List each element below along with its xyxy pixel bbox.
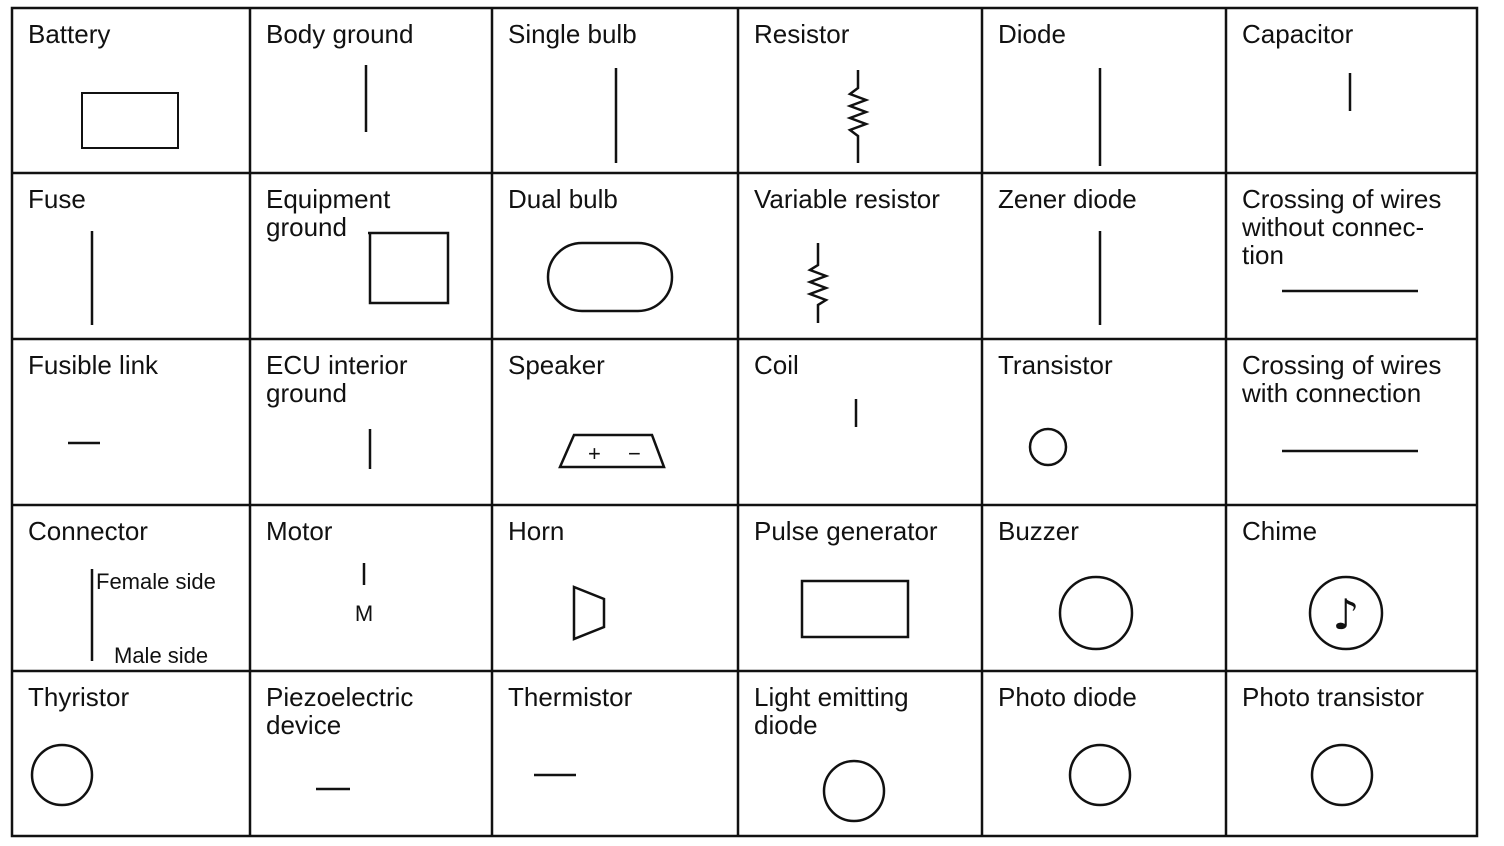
battery-icon bbox=[12, 8, 250, 173]
symbol-label: Zener diode bbox=[998, 184, 1137, 214]
symbol-label: Crossing of wires with connection bbox=[1242, 350, 1442, 408]
speaker-icon: +− bbox=[492, 339, 738, 505]
symbol-label: Crossing of wires without connec- tion bbox=[1242, 184, 1442, 270]
symbol-cell-diode: Diode bbox=[982, 8, 1226, 173]
chime-icon: ♪ bbox=[1226, 505, 1477, 671]
pulse-generator-icon bbox=[738, 505, 982, 671]
symbol-label: Body ground bbox=[266, 19, 414, 49]
equipment-ground-icon bbox=[250, 173, 492, 339]
symbol-label: Horn bbox=[508, 516, 565, 546]
symbol-label: Light emitting diode bbox=[754, 682, 909, 740]
body-ground-icon bbox=[250, 8, 492, 173]
symbol-label: Battery bbox=[28, 19, 111, 49]
symbol-cell-transistor: Transistor bbox=[982, 339, 1226, 505]
symbol-cell-fusible-link: Fusible link bbox=[12, 339, 250, 505]
symbol-cell-photo-diode: Photo diode bbox=[982, 671, 1226, 836]
symbol-cell-resistor: Resistor bbox=[738, 8, 982, 173]
thyristor-icon bbox=[12, 671, 250, 836]
motor-letter: M bbox=[355, 601, 373, 626]
led-icon bbox=[738, 671, 982, 836]
symbol-cell-wire-crossing: Crossing of wires without connec- tion bbox=[1226, 173, 1477, 339]
symbol-cell-buzzer: Buzzer bbox=[982, 505, 1226, 671]
symbol-cell-body-ground: Body ground bbox=[250, 8, 492, 173]
symbol-label: Thyristor bbox=[28, 682, 130, 712]
symbol-cell-zener-diode: Zener diode bbox=[982, 173, 1226, 339]
symbol-label: Fuse bbox=[28, 184, 86, 214]
fusible-link-icon bbox=[12, 339, 250, 505]
symbol-cell-motor: Motor M bbox=[250, 505, 492, 671]
symbol-cell-wire-junction: Crossing of wires with connection bbox=[1226, 339, 1477, 505]
symbol-label: Equipment ground bbox=[266, 184, 391, 242]
symbol-label: Speaker bbox=[508, 350, 605, 380]
variable-resistor-icon bbox=[738, 173, 982, 339]
symbol-label: Connector bbox=[28, 516, 148, 546]
symbol-cell-piezo: Piezoelectric device bbox=[250, 671, 492, 836]
fuse-icon bbox=[12, 173, 250, 339]
symbol-cell-battery: Battery bbox=[12, 8, 250, 173]
symbol-label: ECU interior ground bbox=[266, 350, 408, 408]
photo-diode-icon bbox=[982, 671, 1226, 836]
symbol-label: Piezoelectric device bbox=[266, 682, 414, 740]
female-side-label: Female side bbox=[96, 569, 216, 594]
ecu-ground-icon bbox=[250, 339, 492, 505]
photo-transistor-icon bbox=[1226, 671, 1477, 836]
symbol-cell-coil: Coil bbox=[738, 339, 982, 505]
symbol-cell-horn: Horn bbox=[492, 505, 738, 671]
music-note-icon: ♪ bbox=[1333, 590, 1360, 639]
symbol-label: Photo diode bbox=[998, 682, 1137, 712]
symbol-cell-photo-transistor: Photo transistor bbox=[1226, 671, 1477, 836]
symbol-cell-variable-resistor: Variable resistor bbox=[738, 173, 982, 339]
symbol-label: Capacitor bbox=[1242, 19, 1354, 49]
capacitor-icon bbox=[1226, 8, 1477, 173]
male-side-label: Male side bbox=[114, 643, 208, 668]
wire-junction-icon bbox=[1226, 339, 1477, 505]
symbol-cell-single-bulb: Single bulb bbox=[492, 8, 738, 173]
symbol-label: Photo transistor bbox=[1242, 682, 1425, 712]
symbol-cell-ecu-ground: ECU interior ground bbox=[250, 339, 492, 505]
wire-crossing-icon bbox=[1226, 173, 1477, 339]
symbol-label: Single bulb bbox=[508, 19, 637, 49]
dual-bulb-icon bbox=[492, 173, 738, 339]
motor-icon: M bbox=[355, 505, 373, 626]
symbol-cell-thermistor: Thermistor bbox=[492, 671, 738, 836]
symbol-label: Coil bbox=[754, 350, 799, 380]
symbol-cell-capacitor: Capacitor bbox=[1226, 8, 1477, 173]
symbol-label: Chime bbox=[1242, 516, 1318, 546]
symbol-cell-dual-bulb: Dual bulb bbox=[492, 173, 738, 339]
symbol-label: Thermistor bbox=[508, 682, 633, 712]
symbol-label: Motor bbox=[266, 516, 333, 546]
symbol-cell-led: Light emitting diode bbox=[738, 671, 982, 836]
zener-diode-icon bbox=[982, 173, 1226, 339]
transistor-icon bbox=[982, 339, 1226, 505]
symbol-cell-chime: Chime ♪ bbox=[1226, 505, 1477, 671]
symbol-label: Dual bulb bbox=[508, 184, 618, 214]
speaker-minus: − bbox=[628, 441, 641, 466]
symbol-cell-speaker: Speaker +− bbox=[492, 339, 738, 505]
resistor-icon bbox=[738, 8, 982, 173]
symbol-label: Variable resistor bbox=[754, 184, 940, 214]
speaker-plus: + bbox=[588, 441, 601, 466]
single-bulb-icon bbox=[492, 8, 738, 173]
symbol-cell-equipment-ground: Equipment ground bbox=[250, 173, 492, 339]
horn-icon bbox=[492, 505, 738, 671]
symbol-label: Resistor bbox=[754, 19, 850, 49]
symbol-cell-thyristor: Thyristor bbox=[12, 671, 250, 836]
buzzer-icon bbox=[982, 505, 1226, 671]
symbol-cell-fuse: Fuse bbox=[12, 173, 250, 339]
symbol-label: Diode bbox=[998, 19, 1066, 49]
symbol-label: Pulse generator bbox=[754, 516, 938, 546]
piezo-icon bbox=[250, 671, 492, 836]
thermistor-icon bbox=[492, 671, 738, 836]
symbol-label: Fusible link bbox=[28, 350, 159, 380]
symbol-label: Transistor bbox=[998, 350, 1113, 380]
coil-icon bbox=[738, 339, 982, 505]
symbol-label: Buzzer bbox=[998, 516, 1079, 546]
symbol-cell-pulse-generator: Pulse generator bbox=[738, 505, 982, 671]
diode-icon bbox=[982, 8, 1226, 173]
